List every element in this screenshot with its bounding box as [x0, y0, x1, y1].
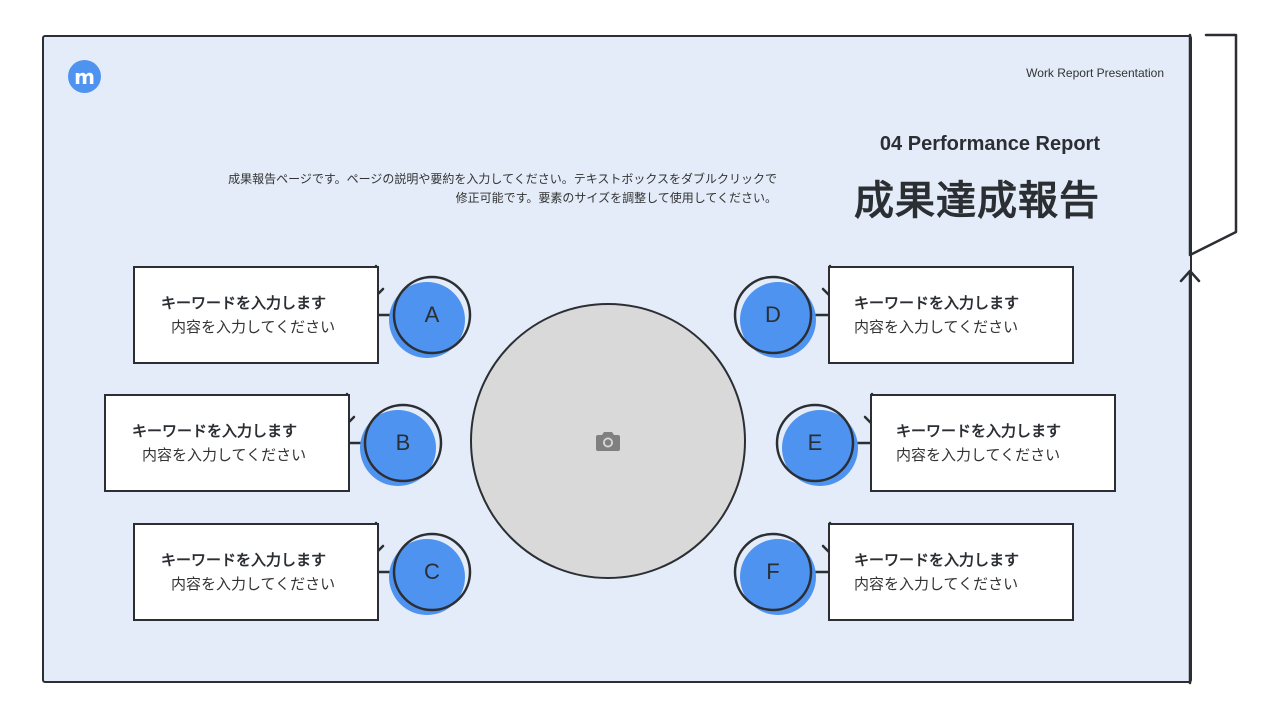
badge-b: B — [395, 430, 411, 455]
brand-logo: m — [68, 60, 101, 93]
section-title: 04 Performance Report — [879, 133, 1100, 155]
page-curl-flap — [1188, 33, 1238, 257]
description: 成果報告ページです。ページの説明や要約を入力してください。テキストボックスをダブ… — [120, 170, 777, 208]
item-e-body: 内容を入力してください — [896, 446, 1061, 464]
item-a-body: 内容を入力してください — [171, 318, 336, 336]
item-f-title: キーワードを入力します — [854, 551, 1020, 569]
badge-e: E — [807, 430, 823, 455]
photo-placeholder[interactable] — [470, 303, 746, 579]
description-line-2: 修正可能です。要素のサイズを調整して使用してください。 — [455, 191, 777, 205]
item-d-title: キーワードを入力します — [854, 294, 1020, 312]
item-f-body: 内容を入力してください — [854, 575, 1019, 593]
item-e-title: キーワードを入力します — [896, 422, 1062, 440]
item-box-c[interactable]: キーワードを入力します 内容を入力してください — [133, 523, 379, 621]
page-title: 成果達成報告 — [854, 178, 1100, 224]
presentation-label: Work Report Presentation — [1026, 66, 1164, 80]
badge-c: C — [424, 559, 440, 584]
badge-a: A — [424, 302, 440, 327]
item-box-f[interactable]: キーワードを入力します 内容を入力してください — [828, 523, 1074, 621]
item-box-a[interactable]: キーワードを入力します 内容を入力してください — [133, 266, 379, 364]
item-c-title: キーワードを入力します — [161, 551, 327, 569]
item-box-d[interactable]: キーワードを入力します 内容を入力してください — [828, 266, 1074, 364]
badge-d: D — [765, 302, 781, 327]
camera-icon — [596, 432, 620, 451]
item-box-e[interactable]: キーワードを入力します 内容を入力してください — [870, 394, 1116, 492]
item-box-b[interactable]: キーワードを入力します 内容を入力してください — [104, 394, 350, 492]
logo-letter: m — [74, 64, 95, 89]
badge-f: F — [766, 559, 780, 584]
description-line-1: 成果報告ページです。ページの説明や要約を入力してください。テキストボックスをダブ… — [228, 172, 777, 186]
item-c-body: 内容を入力してください — [171, 575, 336, 593]
item-b-title: キーワードを入力します — [132, 422, 298, 440]
item-a-title: キーワードを入力します — [161, 294, 327, 312]
item-b-body: 内容を入力してください — [142, 446, 307, 464]
item-d-body: 内容を入力してください — [854, 318, 1019, 336]
